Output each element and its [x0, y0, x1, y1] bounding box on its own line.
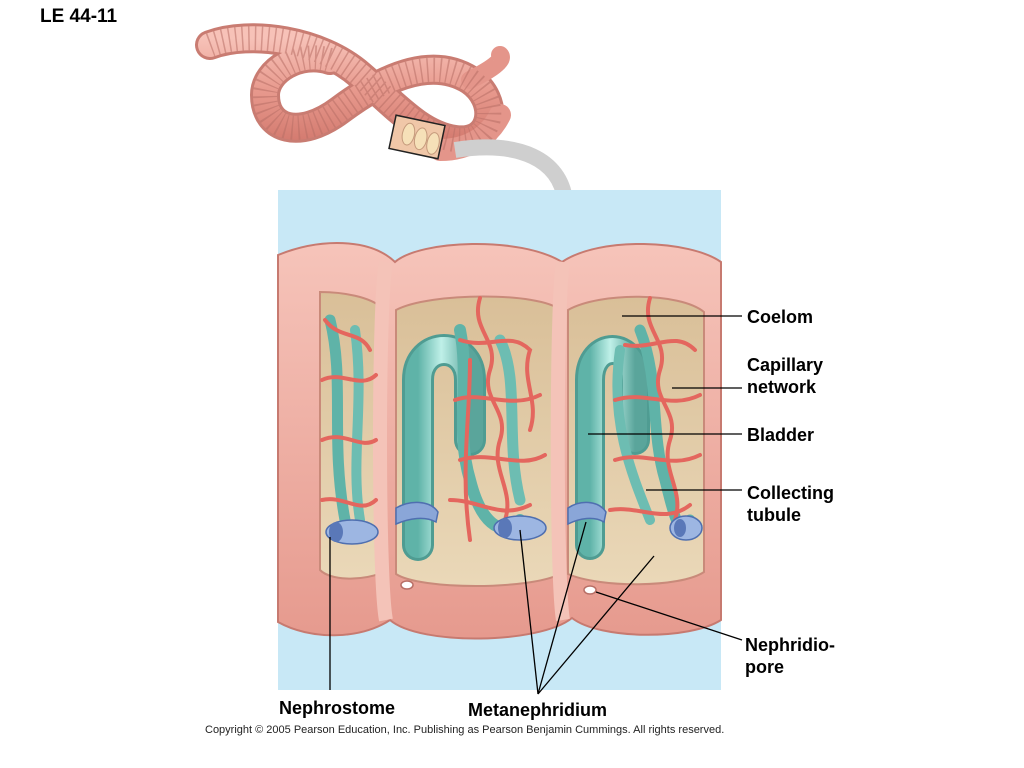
label-nephridiopore: Nephridio- pore	[745, 634, 835, 678]
label-coelom: Coelom	[747, 306, 813, 328]
septum-left	[380, 262, 386, 620]
earthworm	[210, 38, 501, 150]
label-collecting-line2: tubule	[747, 504, 834, 526]
label-metanephridium: Metanephridium	[468, 699, 607, 721]
label-collecting-tubule: Collecting tubule	[747, 482, 834, 526]
label-capillary-line1: Capillary	[747, 354, 823, 376]
label-nephridiopore-line1: Nephridio-	[745, 634, 835, 656]
label-capillary-line2: network	[747, 376, 823, 398]
septum-right	[558, 262, 563, 620]
label-capillary-network: Capillary network	[747, 354, 823, 398]
label-bladder: Bladder	[747, 424, 814, 446]
label-nephridiopore-line2: pore	[745, 656, 835, 678]
label-collecting-line1: Collecting	[747, 482, 834, 504]
copyright-notice: Copyright © 2005 Pearson Education, Inc.…	[205, 724, 724, 736]
label-nephrostome: Nephrostome	[279, 697, 395, 719]
